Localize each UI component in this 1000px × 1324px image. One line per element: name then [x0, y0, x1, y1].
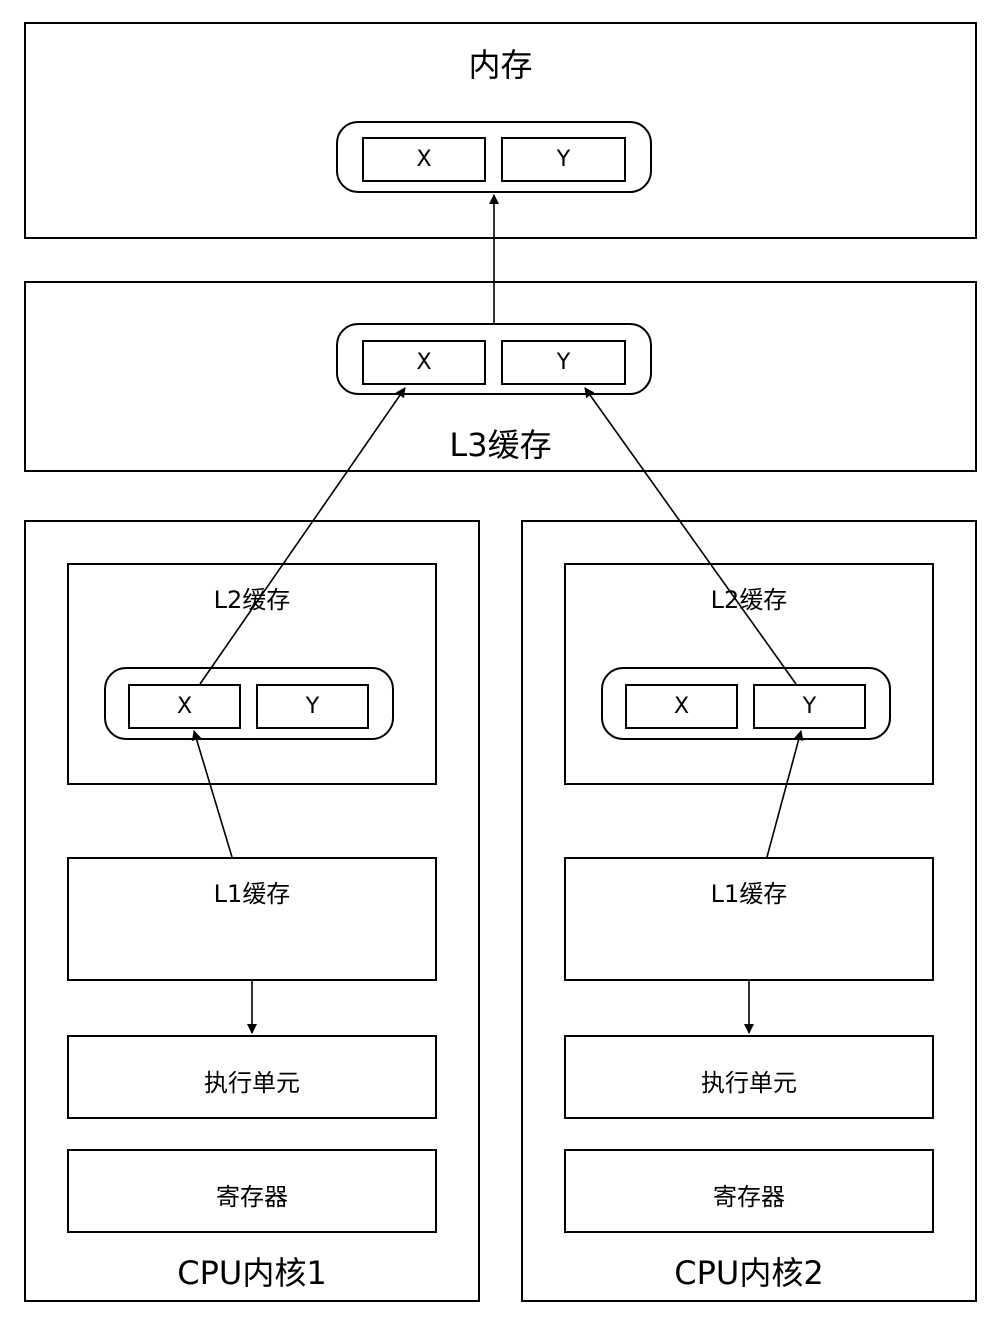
memory-cell-x: X: [362, 137, 486, 182]
core-2-title: CPU内核2: [674, 1254, 824, 1292]
arrow-core-2-l2-to-l3: [584, 387, 797, 685]
core-2-l1-title: L1缓存: [710, 880, 788, 908]
l3-cache-title: L3缓存: [449, 426, 552, 464]
core-2-registers-label: 寄存器: [713, 1183, 785, 1211]
arrow-core-1-l1-to-l2: [191, 730, 233, 858]
core-2-l1-cache: [564, 857, 934, 981]
core-2-l2-cell-x: X: [625, 684, 738, 729]
core-1-execution-unit: [67, 1035, 437, 1119]
memory-title: 内存: [468, 46, 533, 84]
arrow-core-1-l2-to-l3: [199, 387, 406, 685]
core-2-execution-unit-label: 执行单元: [701, 1069, 797, 1097]
core-1-l1-title: L1缓存: [213, 880, 291, 908]
l3-cell-x: X: [362, 340, 486, 385]
core-2-l2-cell-y: Y: [753, 684, 866, 729]
core-1-l1-cache: [67, 857, 437, 981]
l3-cell-y: Y: [501, 340, 626, 385]
core-1-title: CPU内核1: [177, 1254, 327, 1292]
memory-cell-y: Y: [501, 137, 626, 182]
core-2-l2-title: L2缓存: [710, 586, 788, 614]
core-2-execution-unit: [564, 1035, 934, 1119]
core-1-registers: [67, 1149, 437, 1233]
core-2-registers: [564, 1149, 934, 1233]
arrow-core-2-l1-to-l2: [766, 730, 804, 858]
core-1-l2-cell-y: Y: [256, 684, 369, 729]
core-1-execution-unit-label: 执行单元: [204, 1069, 300, 1097]
core-1-registers-label: 寄存器: [216, 1183, 288, 1211]
core-1-l2-cell-x: X: [128, 684, 241, 729]
